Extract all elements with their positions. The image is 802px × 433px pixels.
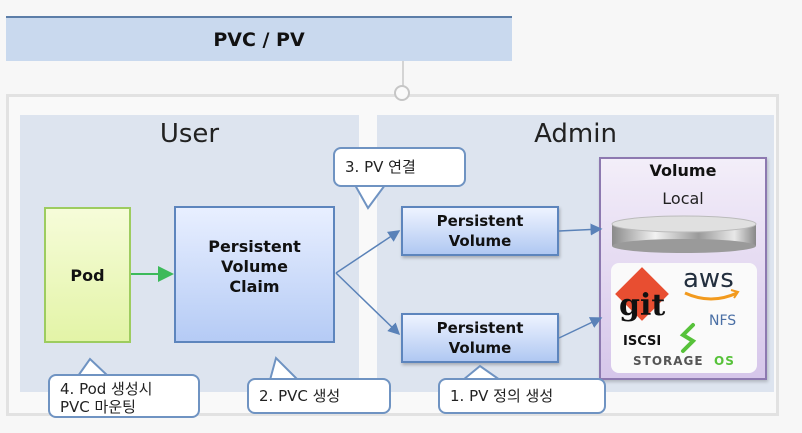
callout-step-1-text: 1. PV 정의 생성 (450, 387, 554, 405)
pvc-label-line: Claim (229, 276, 280, 296)
git-logo-text: git (619, 288, 665, 323)
pvc-label-line: Volume (221, 256, 288, 276)
storage-logos: git aws NFS ISCSI STORAGE OS (611, 263, 757, 373)
title-connector-line (402, 61, 404, 91)
volume-node: Volume Local git aws NFS ISCSI (599, 157, 767, 380)
connector-dot (394, 85, 410, 101)
pvc-node: Persistent Volume Claim (174, 206, 335, 343)
pod-label: Pod (70, 265, 105, 285)
pv-label-line: Persistent (436, 212, 524, 230)
callout-step-1: 1. PV 정의 생성 (438, 378, 606, 414)
storageos-text: STORAGE (633, 354, 704, 368)
admin-panel-title: Admin (534, 119, 617, 149)
pv-top-to-volume-arrow (558, 223, 603, 236)
diagram-title-bar: PVC / PV (6, 16, 512, 61)
storageos-logo-icon: STORAGE OS (633, 323, 735, 368)
pvc-to-pv-bottom-arrow (335, 272, 401, 336)
local-disk-icon (611, 215, 757, 253)
callout-step-4-line: PVC 마운팅 (60, 398, 136, 416)
pv-node-top: Persistent Volume (401, 206, 559, 256)
volume-local-label: Local (662, 189, 704, 208)
nfs-label: NFS (709, 313, 736, 329)
pv-label-line: Volume (448, 339, 512, 357)
aws-logo-text: aws (683, 264, 734, 294)
callout-3-tail (353, 184, 387, 210)
callout-step-2: 2. PVC 생성 (247, 378, 391, 414)
pvc-label-line: Persistent (208, 236, 301, 256)
callout-step-3: 3. PV 연결 (333, 147, 466, 187)
volume-title: Volume (649, 161, 717, 180)
user-panel-title: User (159, 119, 220, 149)
pv-label-line: Volume (448, 232, 512, 250)
callout-step-3-text: 3. PV 연결 (345, 158, 416, 176)
aws-logo-icon: aws (683, 264, 740, 301)
iscsi-label: ISCSI (623, 334, 661, 349)
pv-bottom-to-volume-arrow (558, 317, 603, 339)
storageos-os-text: OS (714, 354, 735, 368)
callout-step-2-text: 2. PVC 생성 (259, 387, 341, 405)
callout-step-4: 4. Pod 생성시 PVC 마운팅 (48, 374, 200, 418)
diagram-title: PVC / PV (213, 28, 305, 51)
pv-label-line: Persistent (436, 319, 524, 337)
callout-2-tail (268, 356, 301, 381)
pod-node: Pod (44, 207, 131, 343)
callout-step-4-line: 4. Pod 생성시 (60, 380, 153, 398)
pvc-to-pv-top-arrow (335, 230, 401, 274)
pv-node-bottom: Persistent Volume (401, 313, 559, 363)
